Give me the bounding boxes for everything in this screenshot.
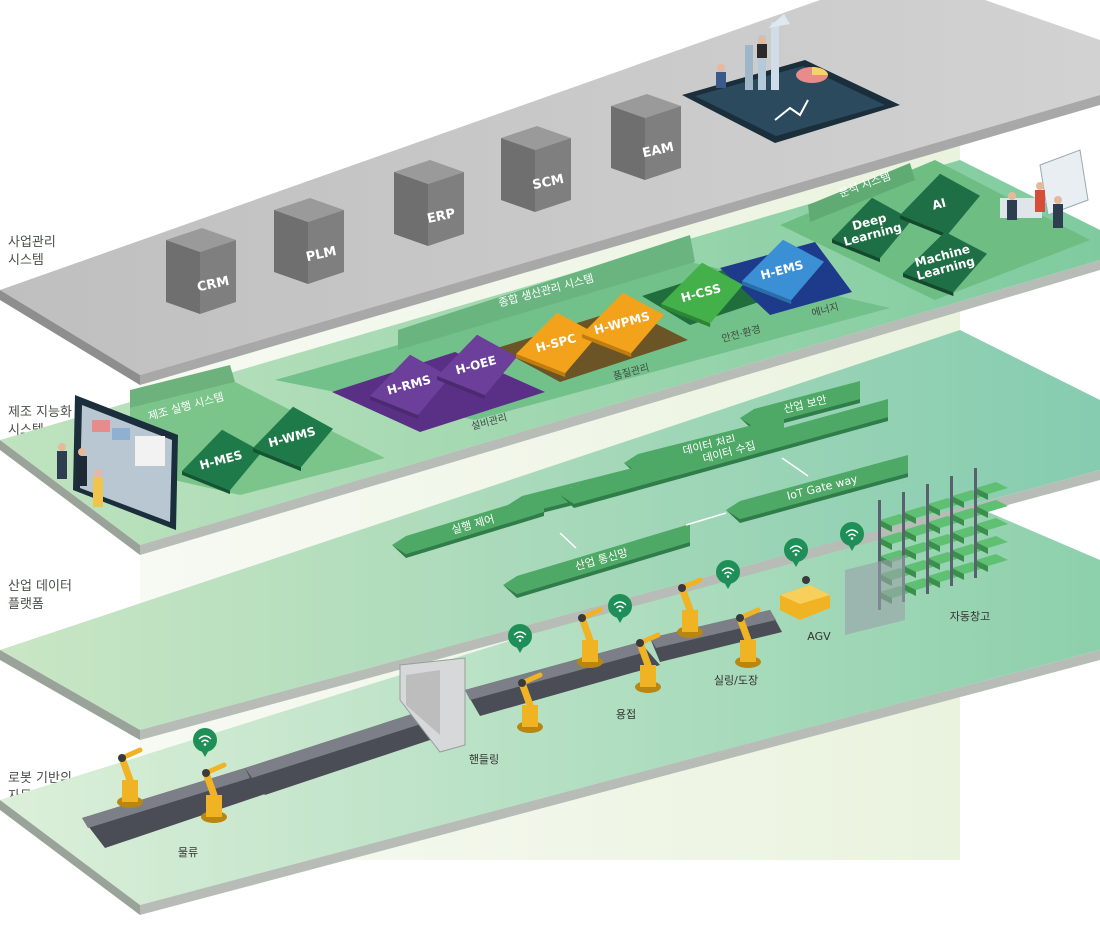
conveyors bbox=[82, 610, 782, 848]
agv-vehicle bbox=[780, 576, 830, 620]
equipment-label-handling: 핸들링 bbox=[469, 753, 499, 766]
business-box-label: EAM bbox=[641, 140, 675, 161]
business-box-crm: CRM bbox=[166, 228, 236, 314]
data-arrow-3: 데이터 수집 bbox=[560, 399, 888, 508]
robot-arm-5 bbox=[677, 577, 703, 638]
layer-label-data: 산업 데이터 플랫폼 bbox=[8, 579, 72, 612]
business-box-label: SCM bbox=[531, 172, 565, 193]
robot-arm-3 bbox=[577, 607, 603, 668]
business-box-scm: SCM bbox=[501, 126, 571, 212]
business-box-eam: EAM bbox=[611, 94, 681, 180]
equipment-label-agv: AGV bbox=[807, 630, 831, 643]
robot-arm-4 bbox=[635, 632, 661, 693]
tent-h-rms: H-RMS bbox=[370, 354, 450, 420]
business-boxes: CRM PLM ERP SCM EAM bbox=[166, 94, 681, 314]
wifi-icon bbox=[784, 538, 808, 567]
business-box-label: PLM bbox=[305, 244, 338, 265]
dashboard-illustration bbox=[682, 14, 900, 143]
robot-arm-2 bbox=[517, 672, 543, 733]
robot-arms bbox=[117, 577, 761, 823]
robot-arm-1 bbox=[201, 762, 227, 823]
tent-h-oee: H-OEE bbox=[437, 334, 517, 400]
kiosk-illustration bbox=[57, 395, 178, 530]
equipment-label-logistics: 물류 bbox=[178, 846, 198, 859]
tent-ai: AI bbox=[900, 173, 980, 239]
wifi-icon bbox=[840, 522, 864, 551]
business-box-plm: PLM bbox=[274, 198, 344, 284]
robot-arm-0 bbox=[117, 747, 143, 808]
business-box-erp: ERP bbox=[394, 160, 464, 246]
wifi-icons bbox=[193, 522, 864, 757]
tent-label: AI bbox=[931, 196, 948, 213]
team-illustration bbox=[1000, 149, 1089, 228]
double-arrows bbox=[559, 457, 809, 549]
automated-warehouse bbox=[845, 468, 1008, 635]
business-box-label: CRM bbox=[196, 274, 231, 295]
wifi-icon bbox=[716, 560, 740, 589]
equipment-label-auto-warehouse: 자동창고 bbox=[950, 610, 990, 623]
tent-h-ems: H-EMS bbox=[742, 239, 824, 305]
equipment-label-welding: 용접 bbox=[616, 708, 636, 721]
equipment-label-sealing-painting: 실링/도장 bbox=[714, 674, 758, 687]
wifi-icon bbox=[608, 594, 632, 623]
business-box-label: ERP bbox=[426, 206, 457, 227]
robot-arm-6 bbox=[735, 607, 761, 668]
layer-label-business: 사업관리 시스템 bbox=[8, 235, 56, 268]
wifi-icon bbox=[193, 728, 217, 757]
tent-h-css: H-CSS bbox=[661, 262, 743, 328]
tent-h-spc: H-SPC bbox=[516, 312, 598, 378]
layer-label-smart: 제조 지능화 시스템 bbox=[8, 405, 72, 438]
tent-h-wpms: H-WPMS bbox=[582, 292, 664, 358]
wifi-icon bbox=[508, 624, 532, 653]
tent-h-wms: H-WMS bbox=[253, 406, 333, 472]
tent-h-mes: H-MES bbox=[182, 429, 262, 495]
data-arrow-5: 실행 제어 bbox=[392, 494, 544, 558]
